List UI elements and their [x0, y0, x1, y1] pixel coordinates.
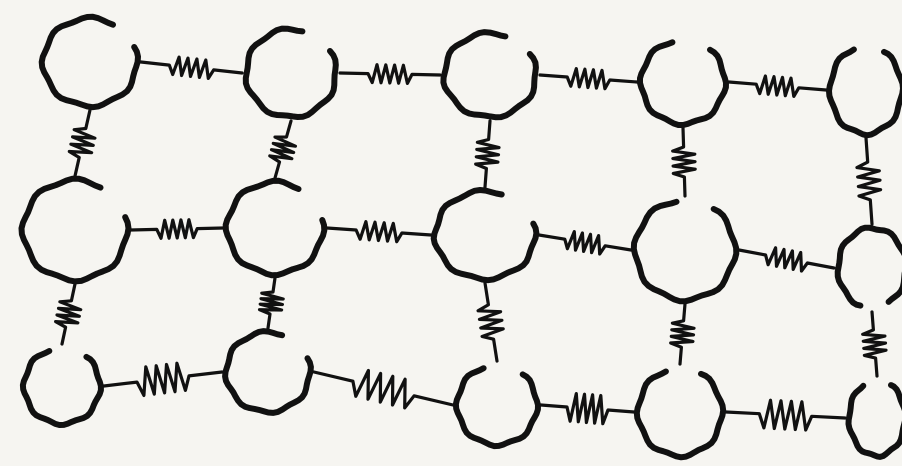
- node-circle: [434, 190, 537, 280]
- node-circle: [23, 351, 101, 425]
- node-circle: [838, 228, 902, 306]
- vertical-spring: [673, 128, 696, 196]
- node-circle: [42, 17, 138, 107]
- vertical-spring: [863, 312, 886, 376]
- horizontal-spring: [726, 400, 845, 430]
- horizontal-spring: [541, 394, 634, 424]
- horizontal-spring: [141, 57, 242, 78]
- horizontal-spring: [729, 76, 826, 96]
- horizontal-spring: [131, 220, 223, 239]
- horizontal-spring: [540, 69, 637, 89]
- horizontal-spring: [104, 363, 222, 395]
- vertical-spring: [478, 283, 503, 361]
- node-circle: [637, 372, 723, 458]
- node-circle: [849, 385, 902, 457]
- node-circle: [226, 181, 325, 275]
- horizontal-spring: [340, 65, 440, 84]
- node-circle: [640, 42, 726, 125]
- vertical-spring: [69, 110, 95, 176]
- horizontal-spring: [314, 371, 453, 408]
- vertical-spring: [857, 138, 881, 224]
- node-circle: [246, 29, 336, 117]
- horizontal-spring: [539, 232, 631, 254]
- horizontal-spring: [327, 222, 431, 242]
- node-circle: [829, 50, 902, 136]
- node-circle: [634, 202, 737, 301]
- node-circle: [443, 32, 536, 117]
- vertical-spring: [476, 121, 499, 187]
- vertical-spring: [260, 278, 284, 328]
- vertical-spring: [671, 304, 694, 364]
- vertical-spring: [270, 121, 296, 178]
- node-circle: [225, 331, 311, 413]
- node-circle: [456, 368, 538, 446]
- horizontal-spring: [739, 248, 834, 271]
- vertical-spring: [56, 284, 81, 344]
- node-circle: [22, 179, 129, 282]
